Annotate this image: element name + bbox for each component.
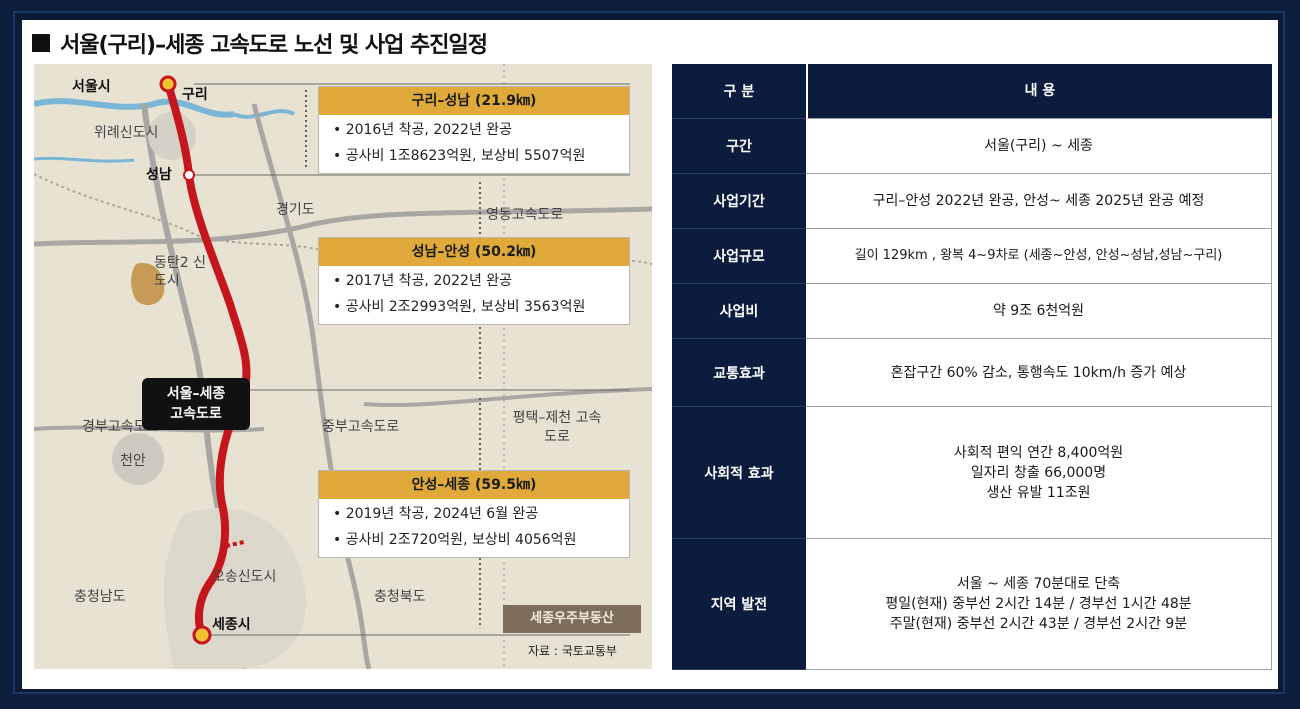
- place-guri: 구리: [182, 87, 208, 103]
- row-value: 서울(구리) ~ 세종: [806, 119, 1272, 174]
- segment-header: 성남–안성 (50.2㎞): [319, 238, 629, 266]
- row-key: 사회적 효과: [672, 407, 806, 539]
- place-dongtan: 동탄2 신도시: [154, 255, 206, 289]
- place-seongnam: 성남: [146, 167, 172, 183]
- segment-line-1: • 2019년 착공, 2024년 6월 완공: [333, 506, 539, 522]
- table-row: 사업기간 구리–안성 2022년 완공, 안성~ 세종 2025년 완공 예정: [672, 174, 1272, 229]
- row-value-line: 서울(구리) ~ 세종: [984, 138, 1093, 154]
- place-yeongdong: 영동고속도로: [486, 207, 564, 223]
- place-gyeonggi: 경기도: [276, 202, 315, 218]
- segment-line-2: • 공사비 2조720억원, 보상비 4056억원: [333, 532, 577, 548]
- callout-line-2: 고속도로: [170, 406, 222, 422]
- route-callout: 서울–세종 고속도로: [142, 378, 250, 430]
- segment-line-2: • 공사비 2조2993억원, 보상비 3563억원: [333, 299, 586, 315]
- place-sejong: 세종시: [212, 617, 251, 633]
- place-jungbu: 중부고속도로: [322, 419, 400, 435]
- row-value: 사회적 편익 연간 8,400억원 일자리 창출 66,000명 생산 유발 1…: [806, 407, 1272, 539]
- row-value-line: 구리–안성 2022년 완공, 안성~ 세종 2025년 완공 예정: [872, 193, 1205, 209]
- place-pyeongtaek: 평택–제천 고속도로: [512, 410, 602, 445]
- source-note: 자료 : 국토교통부: [528, 644, 617, 658]
- row-value: 약 9조 6천억원: [806, 284, 1272, 339]
- segment-header: 구리–성남 (21.9㎞): [319, 87, 629, 115]
- callout-line-1: 서울–세종: [166, 386, 226, 402]
- segment-line-2: • 공사비 1조8623억원, 보상비 5507억원: [333, 148, 586, 164]
- row-key: 사업규모: [672, 229, 806, 284]
- place-cheonan: 천안: [120, 453, 146, 469]
- place-chungnam: 충청남도: [74, 589, 126, 605]
- table-row: 사업규모 길이 129km , 왕복 4~9차로 (세종~안성, 안성~성남,성…: [672, 229, 1272, 284]
- row-value-line: 사회적 편익 연간 8,400억원: [953, 444, 1124, 461]
- page-title: 서울(구리)–세종 고속도로 노선 및 사업 추진일정: [32, 28, 488, 58]
- segment-box-3: 안성–세종 (59.5㎞) • 2019년 착공, 2024년 6월 완공 • …: [318, 470, 630, 558]
- header-value: 내 용: [806, 64, 1272, 119]
- table-row: 구간 서울(구리) ~ 세종: [672, 119, 1272, 174]
- segment-box-2: 성남–안성 (50.2㎞) • 2017년 착공, 2022년 완공 • 공사비…: [318, 237, 630, 325]
- segment-box-1: 구리–성남 (21.9㎞) • 2016년 착공, 2022년 완공 • 공사비…: [318, 86, 630, 174]
- row-value-line: 평일(현재) 중부선 2시간 14분 / 경부선 1시간 48분: [885, 596, 1192, 612]
- square-bullet-icon: [32, 34, 50, 52]
- row-value-line: 일자리 창출 66,000명: [970, 464, 1107, 481]
- route-map: 서울시 구리 위례신도시 성남 경기도 영동고속도로 동탄2 신도시 안성 경부…: [34, 64, 652, 669]
- row-value-line: 생산 유발 11조원: [986, 484, 1091, 501]
- segment-line-1: • 2017년 착공, 2022년 완공: [333, 273, 513, 289]
- table-row: 지역 발전 서울 ~ 세종 70분대로 단축 평일(현재) 중부선 2시간 14…: [672, 539, 1272, 670]
- table-header-row: 구 분 내 용: [672, 64, 1272, 119]
- header-key: 구 분: [672, 64, 806, 119]
- place-gyeongbu: 경부고속도로: [82, 419, 160, 435]
- row-key: 구간: [672, 119, 806, 174]
- row-value-line: 혼잡구간 60% 감소, 통행속도 10km/h 증가 예상: [890, 364, 1187, 381]
- row-value-line: 서울 ~ 세종 70분대로 단축: [956, 576, 1121, 592]
- row-value: 혼잡구간 60% 감소, 통행속도 10km/h 증가 예상: [806, 339, 1272, 407]
- row-key: 교통효과: [672, 339, 806, 407]
- place-seoul: 서울시: [72, 79, 111, 95]
- segment-header: 안성–세종 (59.5㎞): [319, 471, 629, 499]
- place-chungbuk: 충청북도: [374, 589, 426, 605]
- table-row: 사업비 약 9조 6천억원: [672, 284, 1272, 339]
- project-table: 구 분 내 용 구간 서울(구리) ~ 세종 사업기간 구리–안성 2022년 …: [672, 64, 1272, 670]
- place-osong: 오송신도시: [212, 569, 277, 585]
- row-key: 지역 발전: [672, 539, 806, 670]
- segment-line-1: • 2016년 착공, 2022년 완공: [333, 122, 513, 138]
- table-row: 교통효과 혼잡구간 60% 감소, 통행속도 10km/h 증가 예상: [672, 339, 1272, 407]
- row-value-line: 길이 129km , 왕복 4~9차로 (세종~안성, 안성~성남,성남~구리): [854, 248, 1223, 263]
- row-value-line: 주말(현재) 중부선 2시간 43분 / 경부선 2시간 9분: [889, 616, 1188, 632]
- row-value: 서울 ~ 세종 70분대로 단축 평일(현재) 중부선 2시간 14분 / 경부…: [806, 539, 1272, 670]
- row-key: 사업비: [672, 284, 806, 339]
- row-value: 길이 129km , 왕복 4~9차로 (세종~안성, 안성~성남,성남~구리): [806, 229, 1272, 284]
- table-row: 사회적 효과 사회적 편익 연간 8,400억원 일자리 창출 66,000명 …: [672, 407, 1272, 539]
- watermark-tag: 세종우주부동산: [503, 605, 641, 633]
- row-value-line: 약 9조 6천억원: [992, 303, 1085, 319]
- place-wirye: 위례신도시: [94, 125, 159, 141]
- row-value: 구리–안성 2022년 완공, 안성~ 세종 2025년 완공 예정: [806, 174, 1272, 229]
- title-text: 서울(구리)–세종 고속도로 노선 및 사업 추진일정: [60, 33, 488, 58]
- row-key: 사업기간: [672, 174, 806, 229]
